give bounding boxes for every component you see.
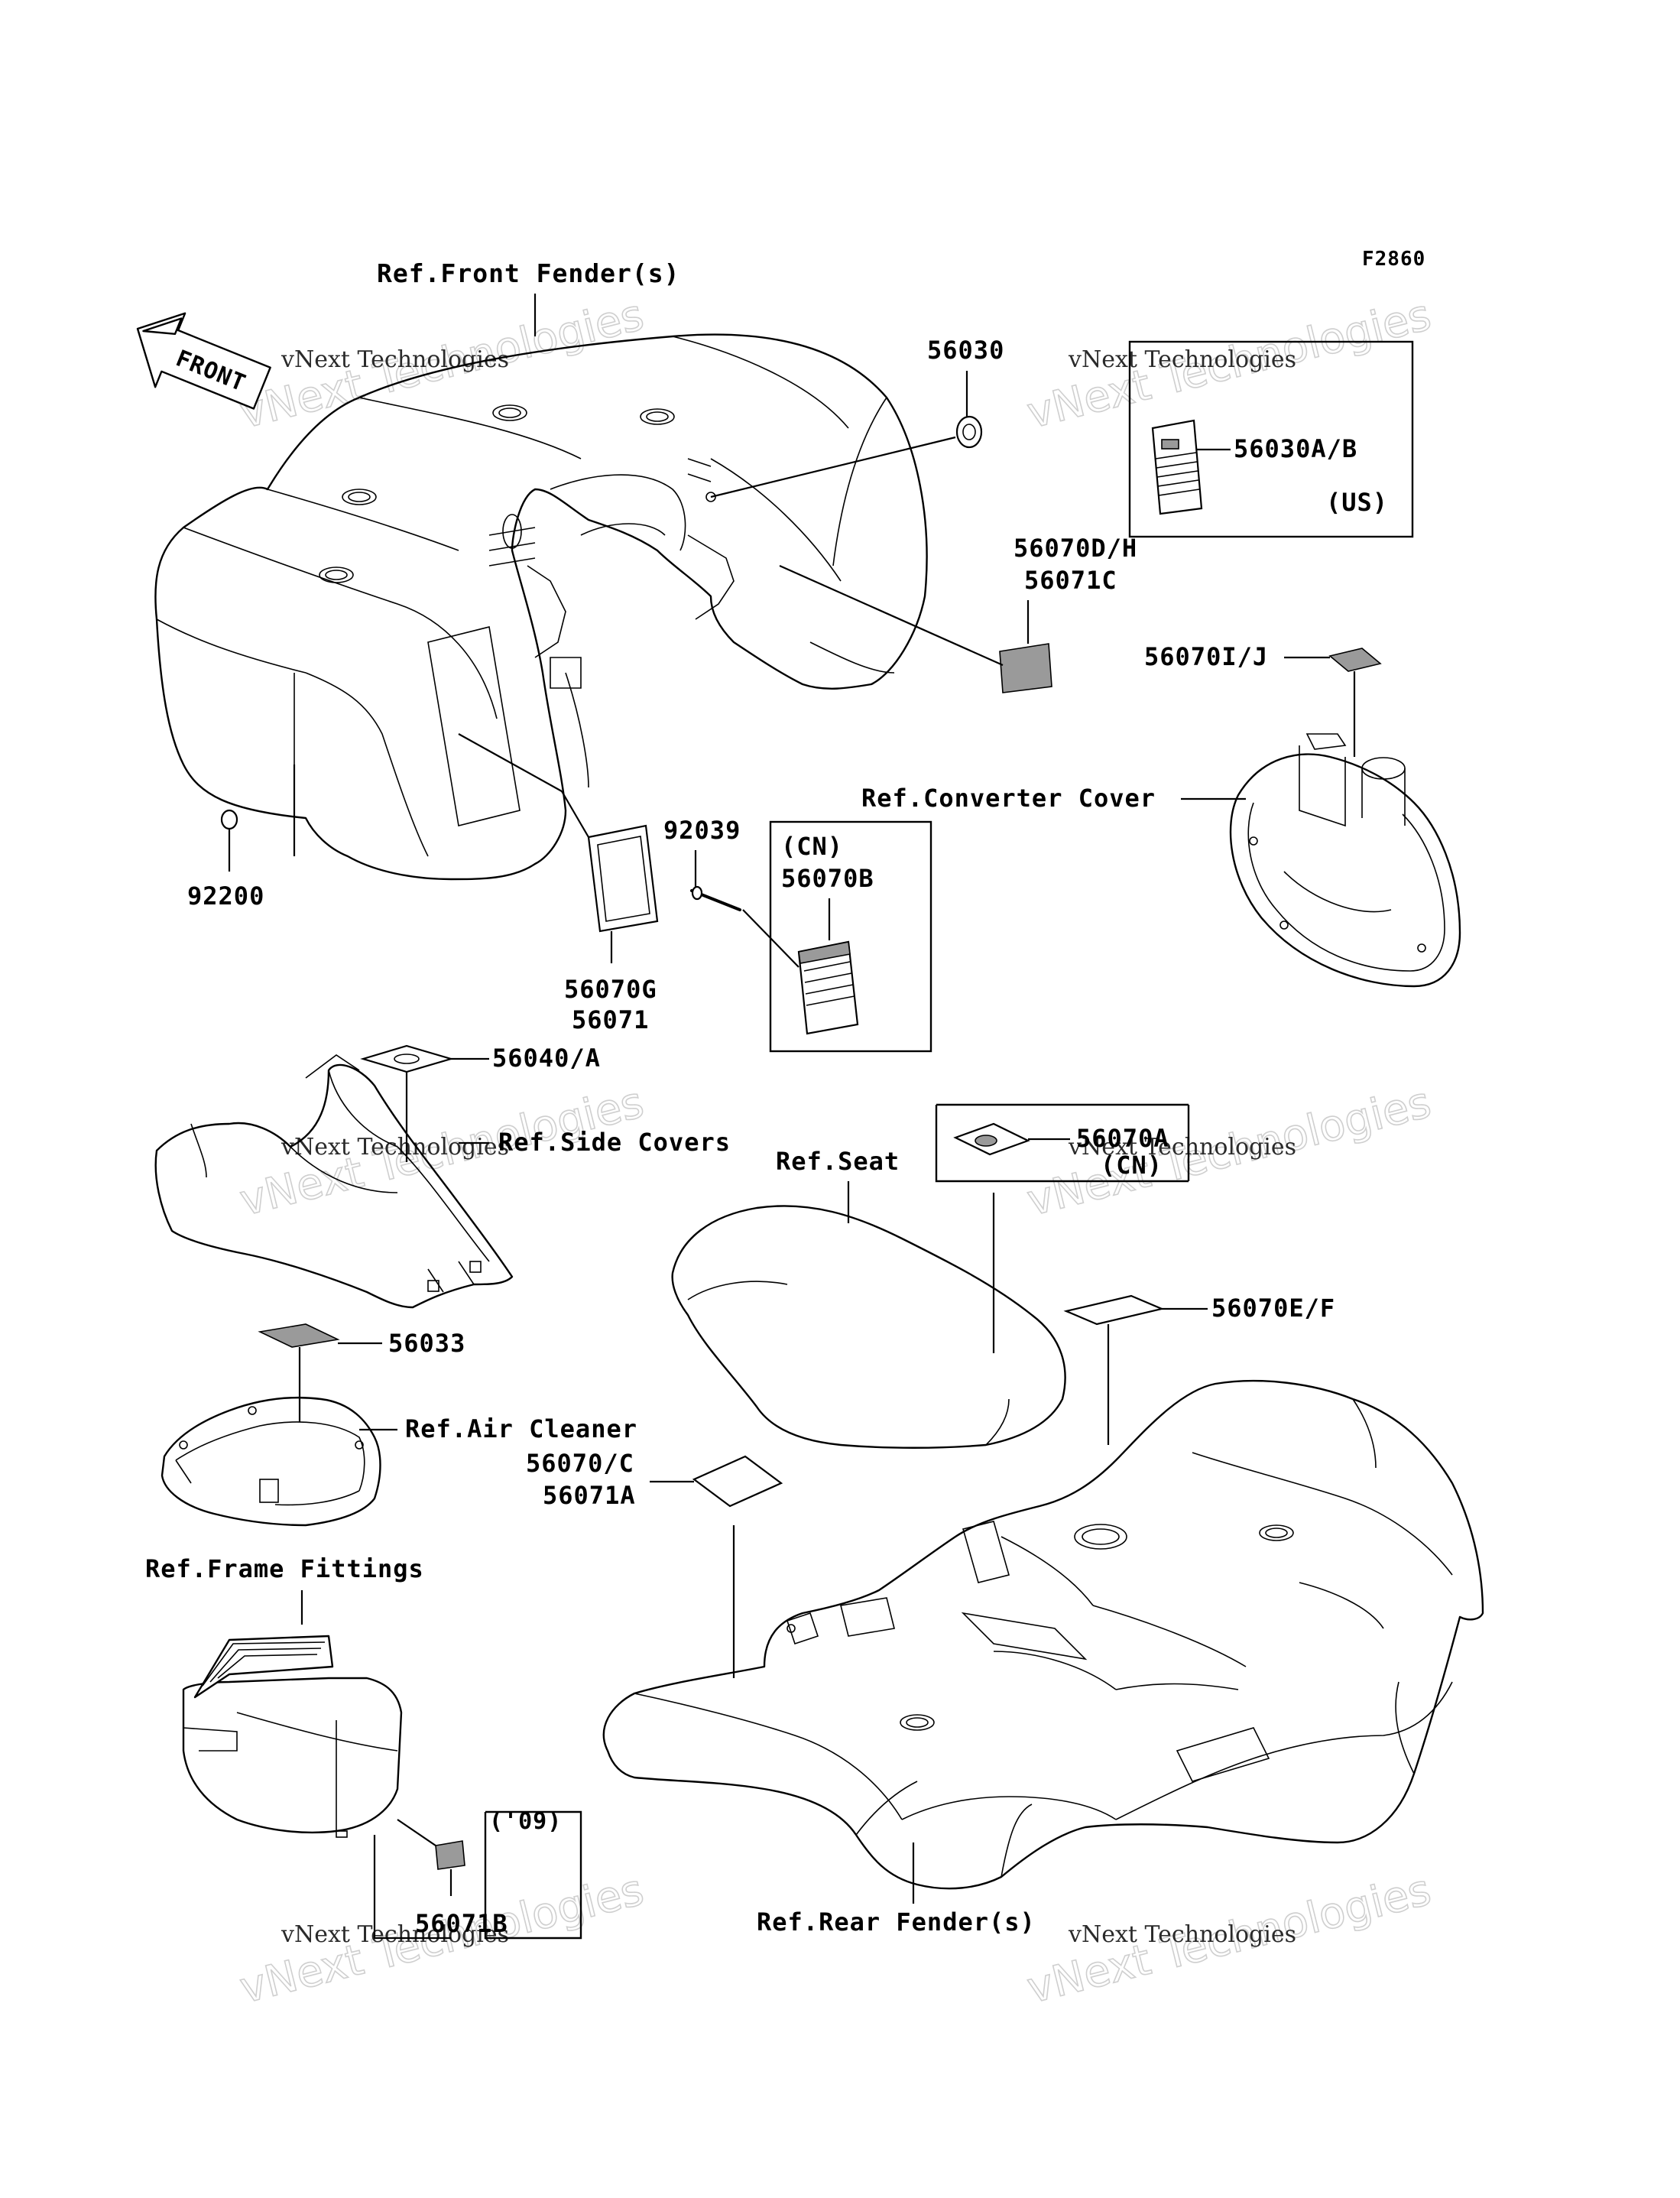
- ref-front-fenders-label: Ref.Front Fender(s): [377, 258, 680, 288]
- y09-label-box: [484, 1810, 582, 1940]
- clip-92200-part: [220, 809, 238, 830]
- label-56033-part: [258, 1323, 340, 1348]
- part-number-56030ab: 56030A/B: [1234, 434, 1357, 463]
- converter-cover-part: [1229, 733, 1461, 988]
- part-number-56070ij: 56070I/J: [1144, 642, 1268, 671]
- label-56070a-part: [953, 1122, 1030, 1156]
- watermark-small: vNext Technologies: [281, 1921, 509, 1948]
- region-tag-cn-seat: (CN): [1101, 1151, 1163, 1180]
- label-56070g-part: [587, 824, 659, 933]
- air-cleaner-part: [161, 1396, 381, 1527]
- label-56070ef-part: [1063, 1294, 1165, 1326]
- ref-rear-fenders-label: Ref.Rear Fender(s): [757, 1907, 1036, 1937]
- label-56071b-part: [435, 1840, 465, 1870]
- watermark-small: vNext Technologies: [281, 346, 509, 373]
- front-fender-part: [154, 333, 928, 881]
- figure-code: F2860: [1362, 248, 1425, 271]
- watermark-small: vNext Technologies: [1068, 1134, 1296, 1161]
- part-number-56070c: 56070/C: [526, 1449, 634, 1478]
- part-number-56040a: 56040/A: [492, 1044, 601, 1073]
- ref-converter-cover-label: Ref.Converter Cover: [861, 784, 1156, 813]
- part-number-92200: 92200: [187, 881, 264, 911]
- label-56070c-part: [692, 1455, 783, 1508]
- part-number-56070g: 56070G: [564, 975, 657, 1004]
- label-56040a-part: [360, 1044, 454, 1073]
- part-number-56071a: 56071A: [543, 1481, 636, 1510]
- label-56070b-part: [797, 940, 859, 1035]
- watermark-small: vNext Technologies: [1068, 346, 1296, 373]
- watermark-small: vNext Technologies: [281, 1134, 509, 1161]
- cn-label-box: [769, 820, 932, 1053]
- watermark-small: vNext Technologies: [1068, 1921, 1296, 1948]
- region-tag-us: (US): [1326, 488, 1388, 517]
- grommet-56030-part: [955, 415, 983, 449]
- side-covers-part: [154, 1054, 514, 1309]
- cn-seat-label-box: [935, 1103, 1190, 1183]
- part-number-56070ef: 56070E/F: [1211, 1294, 1335, 1323]
- us-label-box: [1128, 340, 1414, 538]
- part-number-56071b: 56071B: [415, 1909, 508, 1938]
- part-number-56071: 56071: [572, 1005, 649, 1034]
- part-number-92039: 92039: [663, 816, 741, 845]
- label-56070ij-part: [1328, 648, 1382, 672]
- rear-fender-part: [602, 1379, 1484, 1890]
- ref-seat-label: Ref.Seat: [776, 1147, 900, 1176]
- ref-air-cleaner-label: Ref.Air Cleaner: [405, 1414, 637, 1443]
- frame-fittings-part: [182, 1635, 403, 1838]
- part-number-56070b: 56070B: [781, 864, 874, 893]
- part-number-56070a: 56070A: [1076, 1124, 1169, 1153]
- part-number-56070dh: 56070D/H: [1014, 534, 1137, 563]
- ref-side-covers-label: Ref.Side Covers: [498, 1128, 731, 1157]
- front-arrow-icon: FRONT: [136, 312, 271, 410]
- region-tag-cn-top: (CN): [781, 832, 843, 861]
- seat-part: [671, 1205, 1066, 1449]
- label-56070dh-part: [999, 643, 1052, 693]
- ref-frame-fittings-label: Ref.Frame Fittings: [145, 1554, 424, 1583]
- region-tag-09: ('09): [489, 1808, 562, 1835]
- part-number-56030: 56030: [927, 336, 1004, 365]
- part-number-56033: 56033: [388, 1329, 465, 1358]
- label-56030ab-part: [1151, 419, 1203, 515]
- clip-92039-part: [690, 885, 741, 911]
- part-number-56071c: 56071C: [1024, 566, 1117, 595]
